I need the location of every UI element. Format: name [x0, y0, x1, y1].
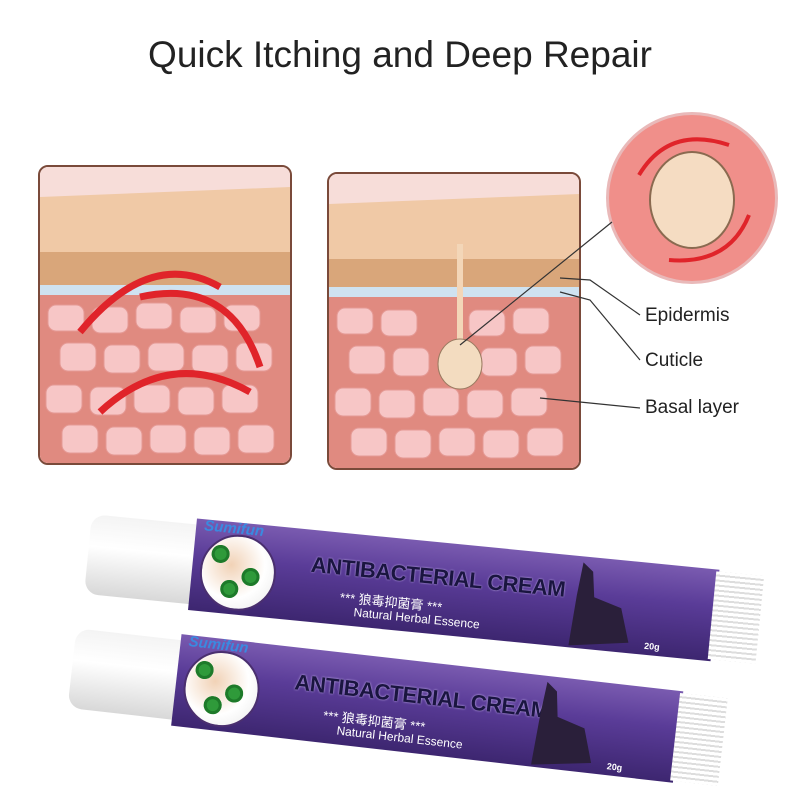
label-epidermis: Epidermis — [645, 305, 730, 326]
label-basal-layer: Basal layer — [645, 397, 739, 418]
red-arrows-icon — [77, 270, 264, 415]
wolf-graphic — [524, 680, 603, 771]
virus-face-graphic — [196, 531, 280, 615]
tube-crimp — [707, 571, 765, 664]
skin-diagram-repair — [327, 172, 581, 470]
label-cuticle: Cuticle — [645, 350, 704, 371]
skin-layers-illustration — [329, 174, 579, 468]
product-weight: 20g — [606, 761, 623, 773]
magnified-cell-inset — [606, 112, 778, 284]
page-title: Quick Itching and Deep Repair — [148, 34, 652, 75]
tube-cap — [67, 628, 186, 721]
skin-diagram-itching — [38, 165, 292, 465]
virus-face-graphic — [179, 647, 264, 732]
tube-cap — [84, 514, 202, 605]
skin-layers-illustration — [40, 167, 290, 463]
product-weight: 20g — [643, 640, 661, 653]
tube-crimp — [670, 692, 728, 786]
wolf-graphic — [561, 561, 639, 651]
rotation-arrow-icon — [637, 137, 751, 263]
